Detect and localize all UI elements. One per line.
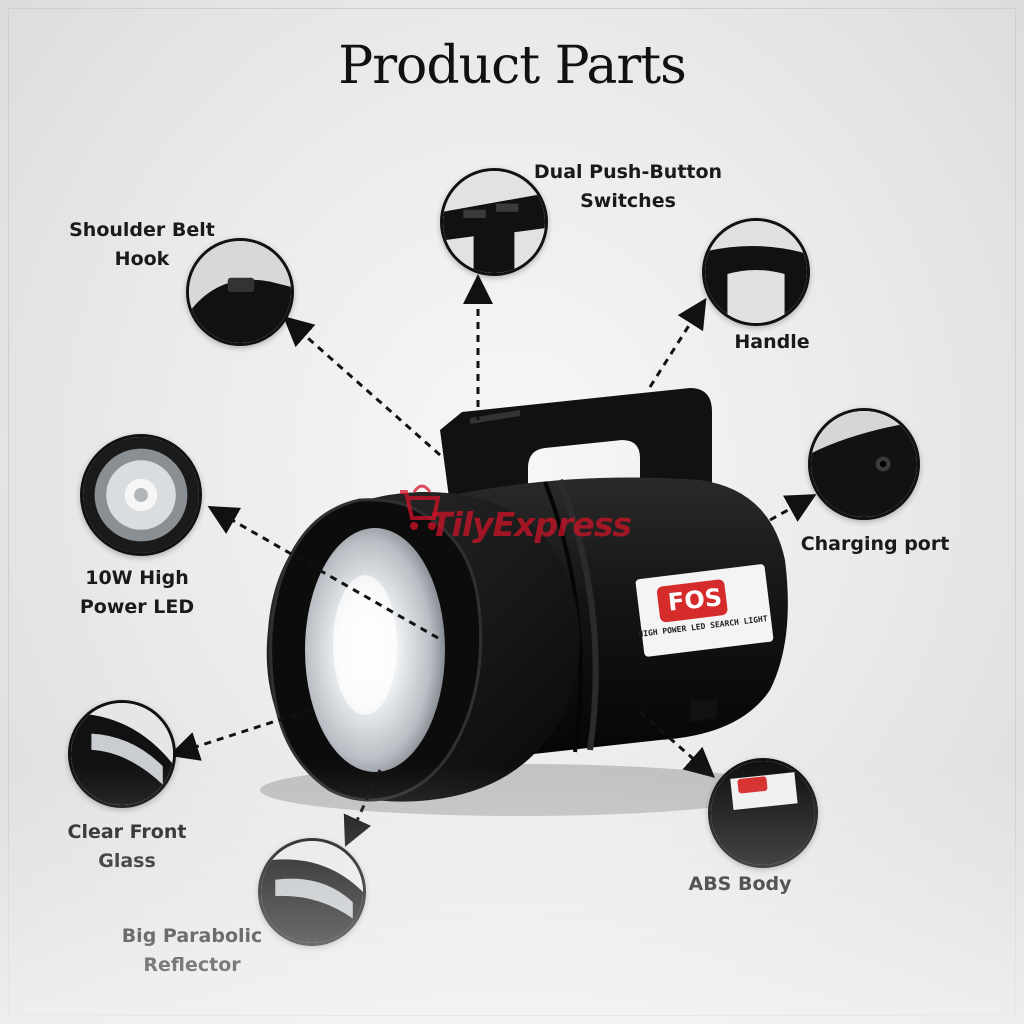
thumb-handle <box>702 218 810 326</box>
thumb-dual-switches <box>440 168 548 276</box>
label-line: Glass <box>98 850 156 872</box>
label-line: 10W High <box>85 567 189 589</box>
label-high-power-led: 10W High Power LED <box>52 564 222 622</box>
label-line: Charging port <box>800 533 950 555</box>
abs-body-detail-icon <box>711 761 815 865</box>
arrow-charging <box>769 494 817 522</box>
shopping-cart-icon <box>400 484 441 530</box>
lens-highlight <box>333 575 397 715</box>
label-line: Shoulder Belt <box>69 219 215 241</box>
thumb-shoulder-belt-hook <box>186 238 294 346</box>
switch-bumps <box>470 410 520 424</box>
label-line: Reflector <box>143 954 241 976</box>
label-abs-body: ABS Body <box>680 870 800 899</box>
arrow-led <box>207 506 439 640</box>
arrow-abs-body <box>639 710 716 778</box>
arrow-shoulder-hook <box>283 316 441 457</box>
body-ring <box>557 478 599 751</box>
thumb-high-power-led <box>80 434 202 556</box>
label-line: Big Parabolic <box>121 925 263 947</box>
thumb-abs-body <box>708 758 818 868</box>
glass-detail-icon <box>71 703 173 805</box>
handle-detail-icon <box>705 221 807 323</box>
label-line: Dual Push-Button <box>533 161 723 183</box>
page-title: Product Parts <box>338 36 687 96</box>
label-handle: Handle <box>712 328 832 357</box>
watermark-text: TilyExpress <box>430 505 632 544</box>
thumb-charging-port <box>808 408 920 520</box>
reflector-detail-icon <box>261 841 363 943</box>
label-clear-front-glass: Clear Front Glass <box>42 818 212 876</box>
label-line: Power LED <box>79 596 195 618</box>
thumb-clear-front-glass <box>68 700 176 808</box>
label-parabolic-reflector: Big Parabolic Reflector <box>102 922 282 980</box>
label-charging-port: Charging port <box>790 530 960 559</box>
label-line: ABS Body <box>688 873 792 895</box>
label-shoulder-belt-hook: Shoulder Belt Hook <box>42 216 242 274</box>
switch-detail-icon <box>443 171 545 273</box>
label-line: Handle <box>734 331 810 353</box>
arrow-front-glass <box>168 708 311 761</box>
arrow-handle <box>648 297 707 388</box>
charging-port-icon <box>811 411 917 517</box>
hook-detail-icon <box>189 241 291 343</box>
fos-badge <box>656 579 728 623</box>
label-line: Clear Front <box>67 821 187 843</box>
led-detail-icon <box>83 437 199 553</box>
label-line: Hook <box>114 248 170 270</box>
flashlight-foot <box>690 700 718 722</box>
label-line: Switches <box>580 190 676 212</box>
brand-text: FOS <box>666 583 724 617</box>
thumb-parabolic-reflector <box>258 838 366 946</box>
label-dual-switches: Dual Push-Button Switches <box>508 158 748 216</box>
